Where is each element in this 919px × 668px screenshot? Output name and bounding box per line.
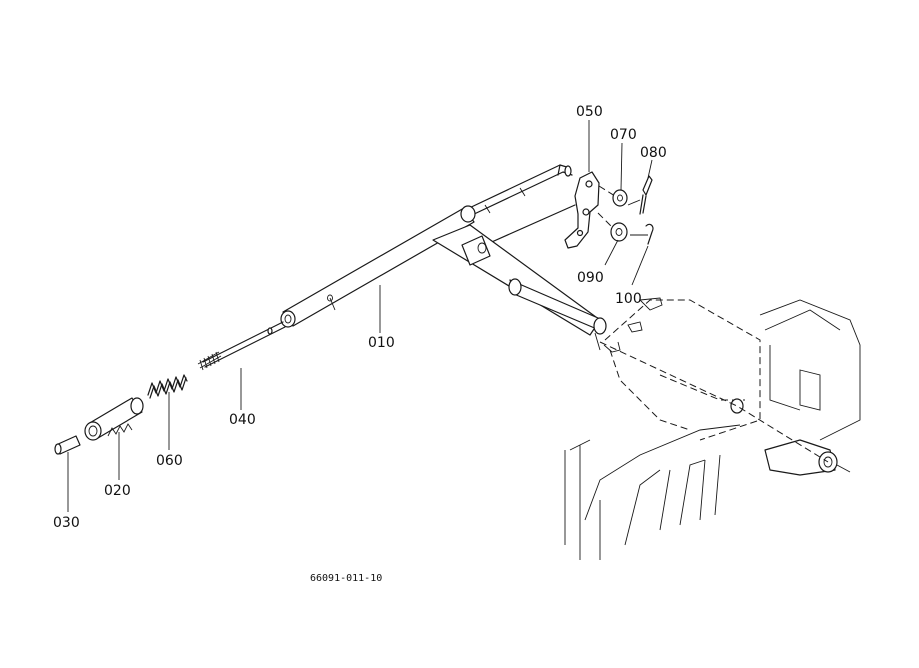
label-080: 080 [640, 145, 667, 161]
label-070: 070 [610, 127, 637, 143]
part-060-spring [147, 374, 188, 399]
part-070-washer [612, 189, 628, 207]
leader-lines [67, 120, 653, 512]
part-030-pin [54, 435, 81, 455]
label-010: 010 [368, 335, 395, 351]
part-020-grip [84, 397, 144, 441]
part-090-washer [610, 222, 628, 242]
drawing-number: 66091-011-10 [310, 573, 382, 584]
upper-link-rod [464, 164, 576, 246]
callout-labels: 010 020 030 040 050 060 070 080 090 100 [53, 104, 667, 531]
label-100: 100 [615, 291, 642, 307]
part-050-lever [564, 171, 616, 249]
label-020: 020 [104, 483, 131, 499]
label-060: 060 [156, 453, 183, 469]
label-090: 090 [577, 270, 604, 286]
part-010-main-tube [280, 205, 476, 328]
label-050: 050 [576, 104, 603, 120]
label-030: 030 [53, 515, 80, 531]
part-080-cotter-pin [639, 175, 653, 215]
part-040-inner-rod [197, 321, 286, 371]
lower-arm-bracket [432, 224, 621, 353]
machine-frame [564, 297, 861, 560]
label-040: 040 [229, 412, 256, 428]
part-100-snap-pin [627, 199, 654, 245]
